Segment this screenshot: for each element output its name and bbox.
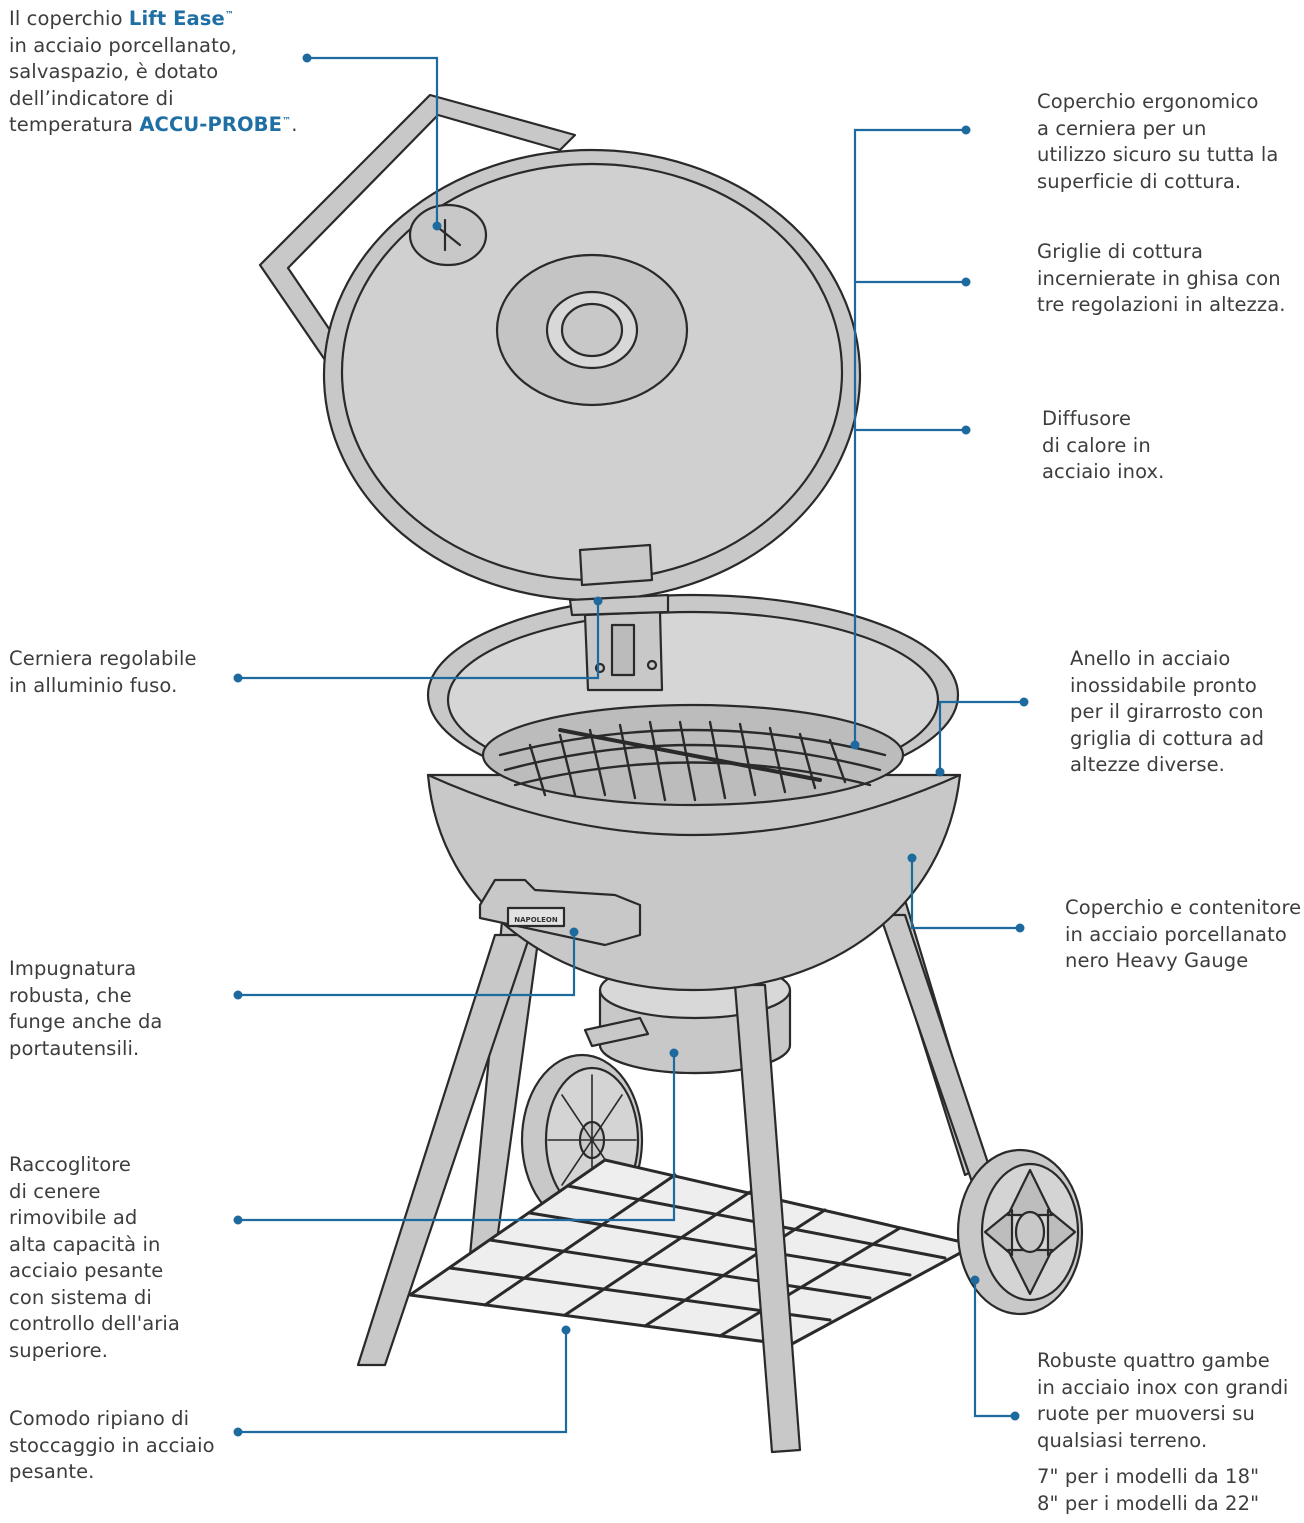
callout-text: Coperchio e contenitore	[1065, 896, 1302, 919]
callout-lid-text: temperatura	[9, 113, 140, 136]
callout-lid-text: salvaspazio, è dotato	[9, 60, 219, 83]
callout-text: altezze diverse.	[1070, 753, 1225, 776]
callout-text: robusta, che	[9, 983, 132, 1007]
callout-text: tre regolazioni in altezza.	[1037, 293, 1286, 316]
callout-text: nero Heavy Gauge	[1065, 949, 1249, 972]
callout-text: Robuste quattro gambe	[1037, 1349, 1270, 1372]
leader-lines	[238, 56, 1024, 1434]
callout-text: portautensili.	[9, 1036, 140, 1060]
leader-legs	[973, 1280, 1015, 1418]
callout-text: con sistema di	[9, 1285, 152, 1309]
leader-lid	[307, 56, 439, 226]
callout-text: acciaio inox.	[1042, 460, 1165, 483]
callout-text: rimovibile ad	[9, 1206, 138, 1229]
callout-text: per il girarrosto con	[1070, 700, 1264, 723]
callout-lid-text: in acciaio porcellanato,	[9, 33, 238, 57]
callout-text: Coperchio ergonomico	[1037, 90, 1259, 113]
callout-text: Comodo ripiano di	[9, 1407, 190, 1430]
callout-text: inossidabile pronto	[1070, 673, 1257, 697]
lid	[322, 148, 862, 617]
callout-rotisserie-ring: Anello in acciaio inossidabile pronto pe…	[1070, 646, 1264, 779]
leader-bowl	[910, 858, 1020, 930]
callout-text: ruote per muoversi su	[1037, 1402, 1255, 1425]
callout-shelf: Comodo ripiano di stoccaggio in acciaio …	[9, 1406, 215, 1486]
bowl-handle	[478, 878, 642, 947]
callout-ash-catcher: Raccoglitore di cenere rimovibile ad alt…	[9, 1152, 180, 1364]
callout-lid-text: .	[291, 113, 298, 136]
leader-ring	[938, 700, 1024, 772]
callout-handle: Impugnatura robusta, che funge anche da …	[9, 956, 162, 1062]
callout-text: stoccaggio in acciaio	[9, 1433, 215, 1457]
front-leg-right	[878, 913, 994, 1184]
callout-grates: Griglie di cottura incernierate in ghisa…	[1037, 239, 1286, 319]
callout-text: superiore.	[9, 1338, 109, 1362]
callout-text: Impugnatura	[9, 957, 137, 980]
callout-text: funge anche da	[9, 1010, 163, 1033]
leader-hinge	[238, 601, 600, 680]
leader-hinge-lid-grates	[853, 128, 966, 745]
handle-badge: NAPOLEON	[514, 916, 558, 924]
callout-text: a cerniera per un	[1037, 116, 1207, 140]
callout-text: in acciaio inox con grandi	[1037, 1375, 1289, 1399]
kettle-bowl	[426, 593, 962, 992]
callout-legs: Robuste quattro gambe in acciaio inox co…	[1037, 1348, 1288, 1517]
callout-text: di cenere	[9, 1179, 101, 1203]
leader-shelf	[238, 1330, 568, 1434]
callout-text: Griglie di cottura	[1037, 240, 1204, 263]
callout-bowl: Coperchio e contenitore in acciaio porce…	[1065, 895, 1301, 975]
callout-text: alta capacità in	[9, 1232, 161, 1256]
callout-text: Raccoglitore	[9, 1153, 132, 1176]
callout-text: griglia di cottura ad	[1070, 726, 1265, 750]
front-wheel	[956, 1148, 1084, 1316]
callout-text: in alluminio fuso.	[9, 673, 178, 697]
callout-text: acciaio pesante	[9, 1259, 164, 1282]
callout-model-size: 8" per i modelli da 22"	[1037, 1491, 1260, 1515]
callout-model-size: 7" per i modelli da 18"	[1037, 1465, 1260, 1488]
lid-handle	[258, 93, 577, 362]
trademark: ™	[224, 10, 234, 21]
callout-text: superficie di cottura.	[1037, 169, 1242, 193]
callout-diffuser: Diffusore di calore in acciaio inox.	[1042, 406, 1164, 486]
callout-hinged-lid: Coperchio ergonomico a cerniera per un u…	[1037, 89, 1278, 195]
trademark: ™	[282, 116, 292, 127]
callout-text: di calore in	[1042, 433, 1151, 457]
leader-dots	[233, 53, 1029, 1437]
callout-text: Diffusore	[1042, 407, 1132, 430]
callout-text: Cerniera regolabile	[9, 647, 197, 670]
callout-text: qualsiasi terreno.	[1037, 1428, 1208, 1452]
leader-ash	[238, 1053, 676, 1222]
callout-lid-text: dell’indicatore di	[9, 86, 174, 110]
callout-lid: Il coperchio Lift Ease™ in acciaio porce…	[9, 6, 298, 139]
callout-text: controllo dell'aria	[9, 1312, 180, 1335]
callout-lid-text: Il coperchio	[9, 7, 129, 30]
callout-hinge: Cerniera regolabile in alluminio fuso.	[9, 646, 197, 699]
cooking-grate	[498, 720, 887, 802]
callout-text: in acciaio porcellanato	[1065, 922, 1287, 946]
callout-text: incernierate in ghisa con	[1037, 266, 1281, 290]
callout-text: Anello in acciaio	[1070, 647, 1231, 670]
callout-text: utilizzo sicuro su tutta la	[1037, 143, 1279, 166]
brand-lift-ease: Lift Ease	[128, 7, 225, 30]
brand-accu-probe: ACCU-PROBE	[139, 113, 283, 136]
callout-text: pesante.	[9, 1460, 95, 1483]
leader-handle	[238, 932, 576, 997]
